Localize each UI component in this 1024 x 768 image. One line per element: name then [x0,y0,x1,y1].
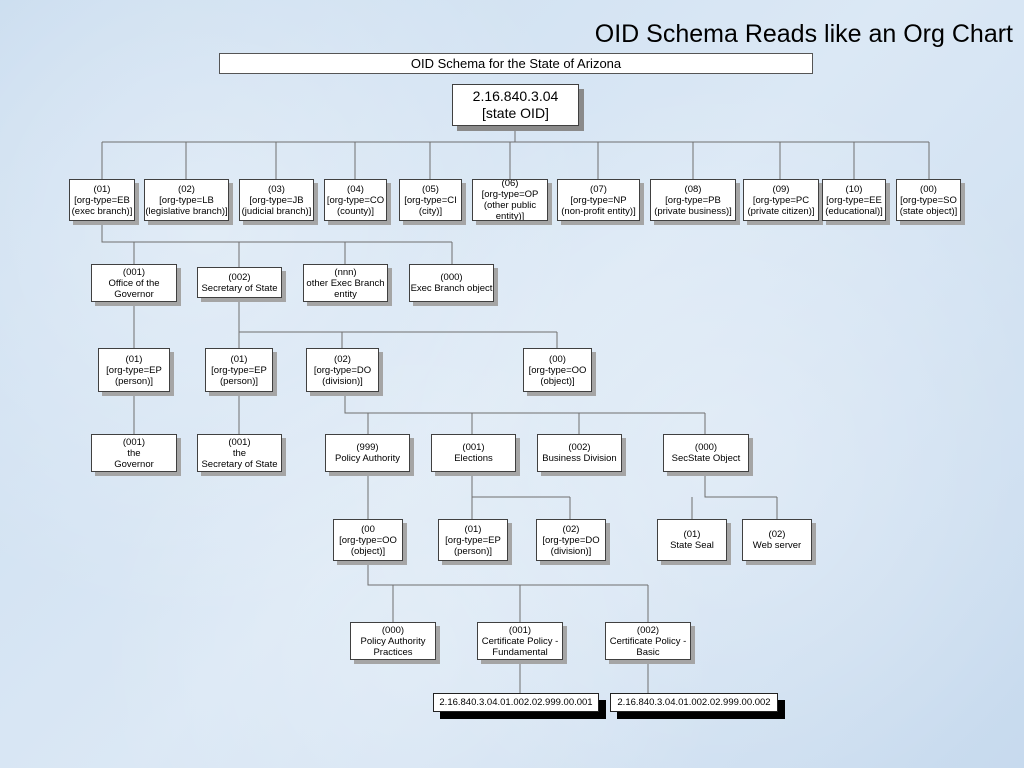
node-org-type-eb: (01) [org-type=EB (exec branch)] [69,179,135,221]
node-org-type-pc: (09) [org-type=PC (private citizen)] [743,179,819,221]
node-elections-org-type-ep: (01) [org-type=EP (person)] [438,519,508,561]
oid-certificate-policy-basic: 2.16.840.3.04.01.002.02.999.00.002 [610,693,778,712]
connector-el-drops [471,497,571,519]
connector-sos [238,298,557,333]
node-elections-org-type-do: (02) [org-type=DO (division)] [536,519,606,561]
node-secretary-of-state: (002) Secretary of State [197,267,282,298]
node-org-type-ee: (10) [org-type=EE (educational)] [822,179,886,221]
node-sos-org-type-ep: (01) [org-type=EP (person)] [205,348,273,392]
connector-level2-drops [133,242,453,267]
node-secstate-object: (000) SecState Object [663,434,749,472]
node-elections: (001) Elections [431,434,516,472]
node-office-of-governor: (001) Office of the Governor [91,264,177,302]
node-sos-org-type-do: (02) [org-type=DO (division)] [306,348,379,392]
node-org-type-so: (00) [org-type=SO (state object)] [896,179,961,221]
connector-level3-drops [238,332,558,348]
node-certificate-policy-fundamental: (001) Certificate Policy - Fundamental [477,622,563,660]
node-other-exec-branch: (nnn) other Exec Branch entity [303,264,388,302]
connector-elections [471,472,570,498]
node-policy-authority-practices: (000) Policy Authority Practices [350,622,436,660]
node-gov-org-type-ep: (01) [org-type=EP (person)] [98,348,170,392]
node-org-type-np: (07) [org-type=NP (non-profit entity)] [557,179,640,221]
node-org-type-co: (04) [org-type=CO (county)] [324,179,387,221]
connector-ss-drops [691,497,778,519]
slide-title: OID Schema Reads like an Org Chart [594,20,1013,48]
connector-level4-drops [367,413,706,434]
node-org-type-jb: (03) [org-type=JB (judicial branch)] [239,179,314,221]
connector-policy-drops [392,585,649,622]
oid-certificate-policy-fundamental: 2.16.840.3.04.01.002.02.999.00.001 [433,693,599,712]
connector-level1-drops [101,142,930,179]
node-org-type-op: (06) [org-type=OP (other public entity)] [472,179,548,221]
node-policy-authority: (999) Policy Authority [325,434,410,472]
node-org-type-lb: (02) [org-type=LB (legislative branch)] [144,179,229,221]
connector-pa-oo [367,561,648,586]
node-the-governor: (001) the Governor [91,434,177,472]
node-web-server: (02) Web server [742,519,812,561]
node-certificate-policy-basic: (002) Certificate Policy - Basic [605,622,691,660]
node-sos-org-type-oo: (00) [org-type=OO (object)] [523,348,592,392]
node-org-type-pb: (08) [org-type=PB (private business)] [650,179,736,221]
node-exec-branch-object: (000) Exec Branch object [409,264,494,302]
connector-do [344,392,705,414]
connector-secstate [704,472,777,498]
node-org-type-ci: (05) [org-type=CI (city)] [399,179,462,221]
node-the-secretary-of-state: (001) the Secretary of State [197,434,282,472]
schema-banner: OID Schema for the State of Arizona [219,53,813,74]
node-state-seal: (01) State Seal [657,519,727,561]
node-pa-org-type-oo: (00 [org-type=OO (object)] [333,519,403,561]
node-state-oid: 2.16.840.3.04 [state OID] [452,84,579,126]
node-business-division: (002) Business Division [537,434,622,472]
connector-eb [101,221,452,243]
